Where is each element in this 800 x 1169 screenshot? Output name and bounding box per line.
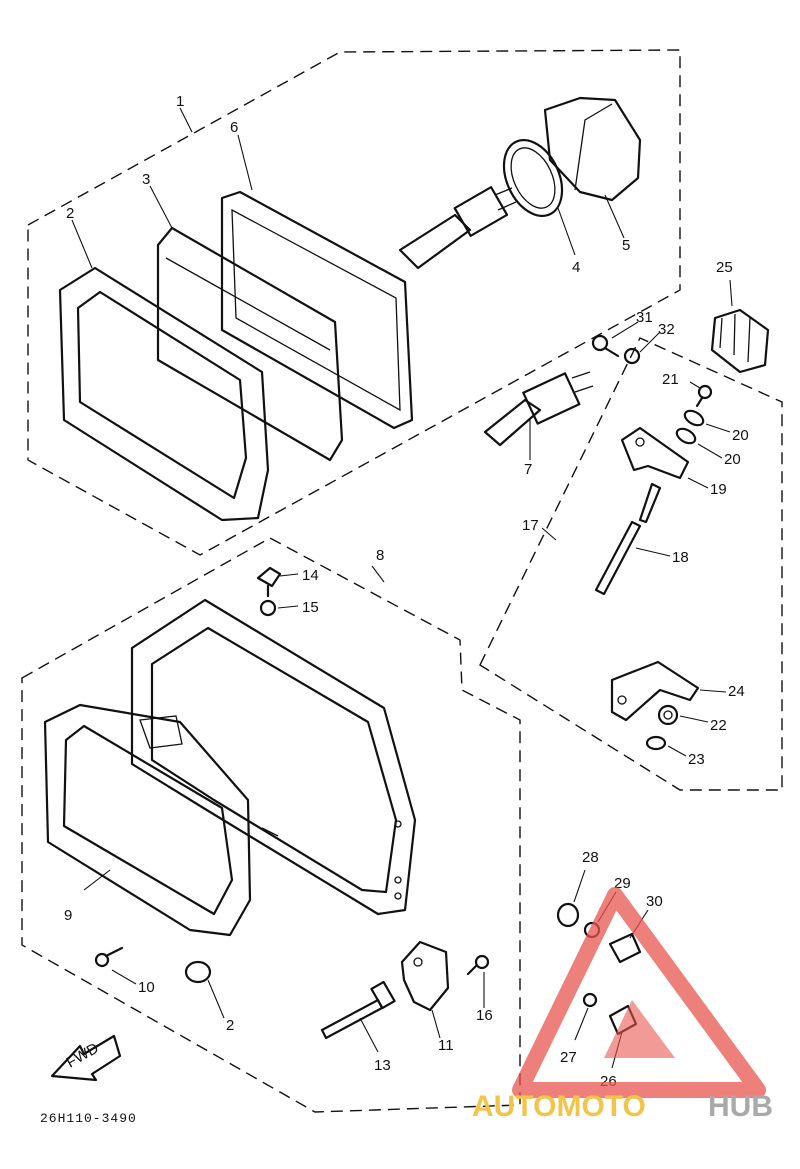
label-7: 7	[524, 461, 532, 478]
bolt-13	[320, 980, 396, 1053]
adjust-screw-18	[594, 482, 671, 596]
screw-21	[689, 381, 713, 408]
label-16: 16	[476, 1007, 493, 1024]
leader-lines-upper	[71, 107, 625, 460]
label-31: 31	[636, 309, 653, 326]
assembly-8-boundary	[21, 537, 521, 1113]
screw-31	[591, 334, 620, 358]
spacer-20-b	[675, 427, 723, 459]
leader-lines-31-32	[611, 321, 661, 353]
label-25: 25	[716, 259, 733, 276]
label-1: 1	[176, 93, 184, 110]
label-15: 15	[302, 599, 319, 616]
screw-14	[256, 566, 299, 598]
label-19: 19	[710, 481, 727, 498]
knob-25	[710, 279, 770, 374]
label-10: 10	[138, 979, 155, 996]
assembly-17-boundary	[479, 337, 783, 791]
leader-17	[541, 527, 557, 541]
label-24: 24	[728, 683, 745, 700]
bracket-24	[610, 660, 727, 722]
label-13: 13	[374, 1057, 391, 1074]
headlight-rim-2	[58, 266, 270, 522]
bulb-cover-5	[543, 96, 642, 202]
housing-frame	[130, 598, 417, 916]
watermark-text: AUTOMOTO HUB	[472, 1090, 773, 1123]
bracket-11	[400, 940, 450, 1039]
spacer-20-a	[683, 409, 731, 433]
nut-23	[645, 735, 687, 757]
washer-32	[623, 347, 641, 365]
collar-28	[556, 869, 586, 928]
label-21: 21	[662, 371, 679, 388]
washer-15	[259, 599, 299, 617]
screw-10	[94, 946, 137, 985]
leader-8	[371, 565, 385, 583]
bulb-headlight	[398, 186, 517, 270]
reference-code: 26H110-3490	[40, 1111, 137, 1126]
label-6: 6	[230, 119, 238, 136]
label-30: 30	[646, 893, 663, 910]
label-2-lower: 2	[226, 1017, 234, 1034]
assembly-1-boundary	[27, 49, 681, 556]
grommet-2-lower	[184, 960, 225, 1019]
label-4: 4	[572, 259, 580, 276]
label-27: 27	[560, 1049, 577, 1066]
lens-3	[156, 226, 344, 462]
forward-arrow-label: FWD	[64, 1040, 102, 1072]
label-9: 9	[64, 907, 72, 924]
bezel-9	[43, 703, 252, 937]
gasket-6	[220, 190, 414, 430]
label-3: 3	[142, 171, 150, 188]
forward-direction-arrow: FWD	[50, 1034, 122, 1082]
bracket-19	[620, 426, 709, 489]
watermark-word-2: HUB	[708, 1090, 773, 1123]
washer-27	[574, 992, 598, 1041]
label-2: 2	[66, 205, 74, 222]
bulb-7	[483, 371, 594, 447]
label-20-b: 20	[724, 451, 741, 468]
part-number-labels: 1 2 3 4 5 6 7 8 9 10 2 11 13 14 15 16 17…	[64, 93, 749, 1090]
label-8: 8	[376, 547, 384, 564]
label-18: 18	[672, 549, 689, 566]
label-23: 23	[688, 751, 705, 768]
watermark-word-1: AUTOMOTO	[472, 1090, 646, 1123]
label-22: 22	[710, 717, 727, 734]
screw-16	[466, 954, 490, 1008]
watermark-logo	[512, 887, 766, 1098]
label-14: 14	[302, 567, 319, 584]
label-11: 11	[438, 1037, 454, 1054]
label-32: 32	[658, 321, 675, 338]
label-20-a: 20	[732, 427, 749, 444]
label-5: 5	[622, 237, 630, 254]
label-17: 17	[522, 517, 539, 534]
grommet-22	[657, 704, 709, 726]
label-28: 28	[582, 849, 599, 866]
